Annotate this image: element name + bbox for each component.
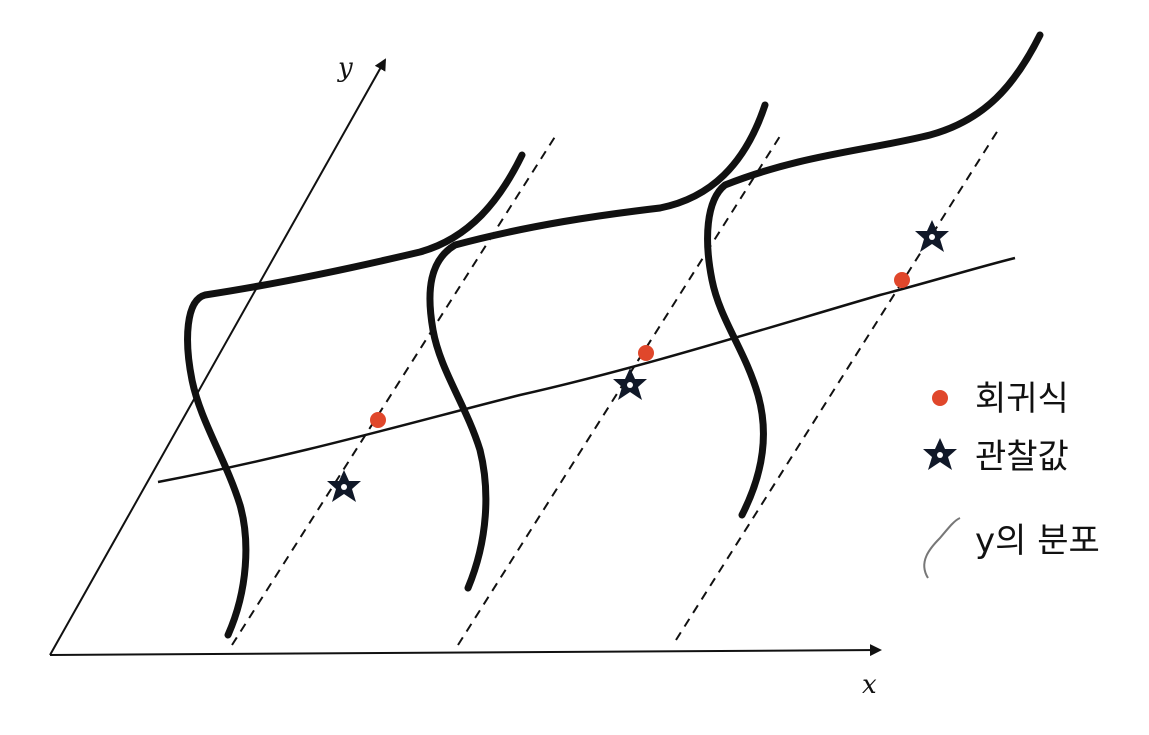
distribution-curve-2 <box>426 101 769 592</box>
dashed-line-2 <box>457 132 783 646</box>
regression-point-2 <box>638 345 654 361</box>
distribution-curve-1 <box>184 151 526 639</box>
legend-label-regression: 회귀식 <box>975 379 1069 419</box>
legend: 회귀식 관찰값 y의 분포 <box>923 379 1100 579</box>
x-axis <box>49 644 882 657</box>
observation-star-1 <box>327 470 361 502</box>
distribution-curve-3 <box>704 31 1044 519</box>
x-axis-label: x <box>862 670 877 700</box>
regression-point-1 <box>370 412 386 428</box>
legend-label-y-distribution: y의 분포 <box>975 521 1100 561</box>
y-axis <box>49 58 386 656</box>
dashed-line-3 <box>675 126 1001 641</box>
regression-line <box>157 256 1016 484</box>
dashed-line-1 <box>231 131 559 646</box>
observation-star-3 <box>915 220 949 252</box>
regression-point-3 <box>894 272 910 288</box>
legend-red-dot-icon <box>932 390 948 406</box>
legend-wavy-line-icon <box>923 517 961 579</box>
y-axis-label: y <box>337 53 353 83</box>
observation-star-2 <box>613 368 647 400</box>
legend-star-icon <box>923 438 957 470</box>
legend-label-observation: 관찰값 <box>975 437 1069 477</box>
